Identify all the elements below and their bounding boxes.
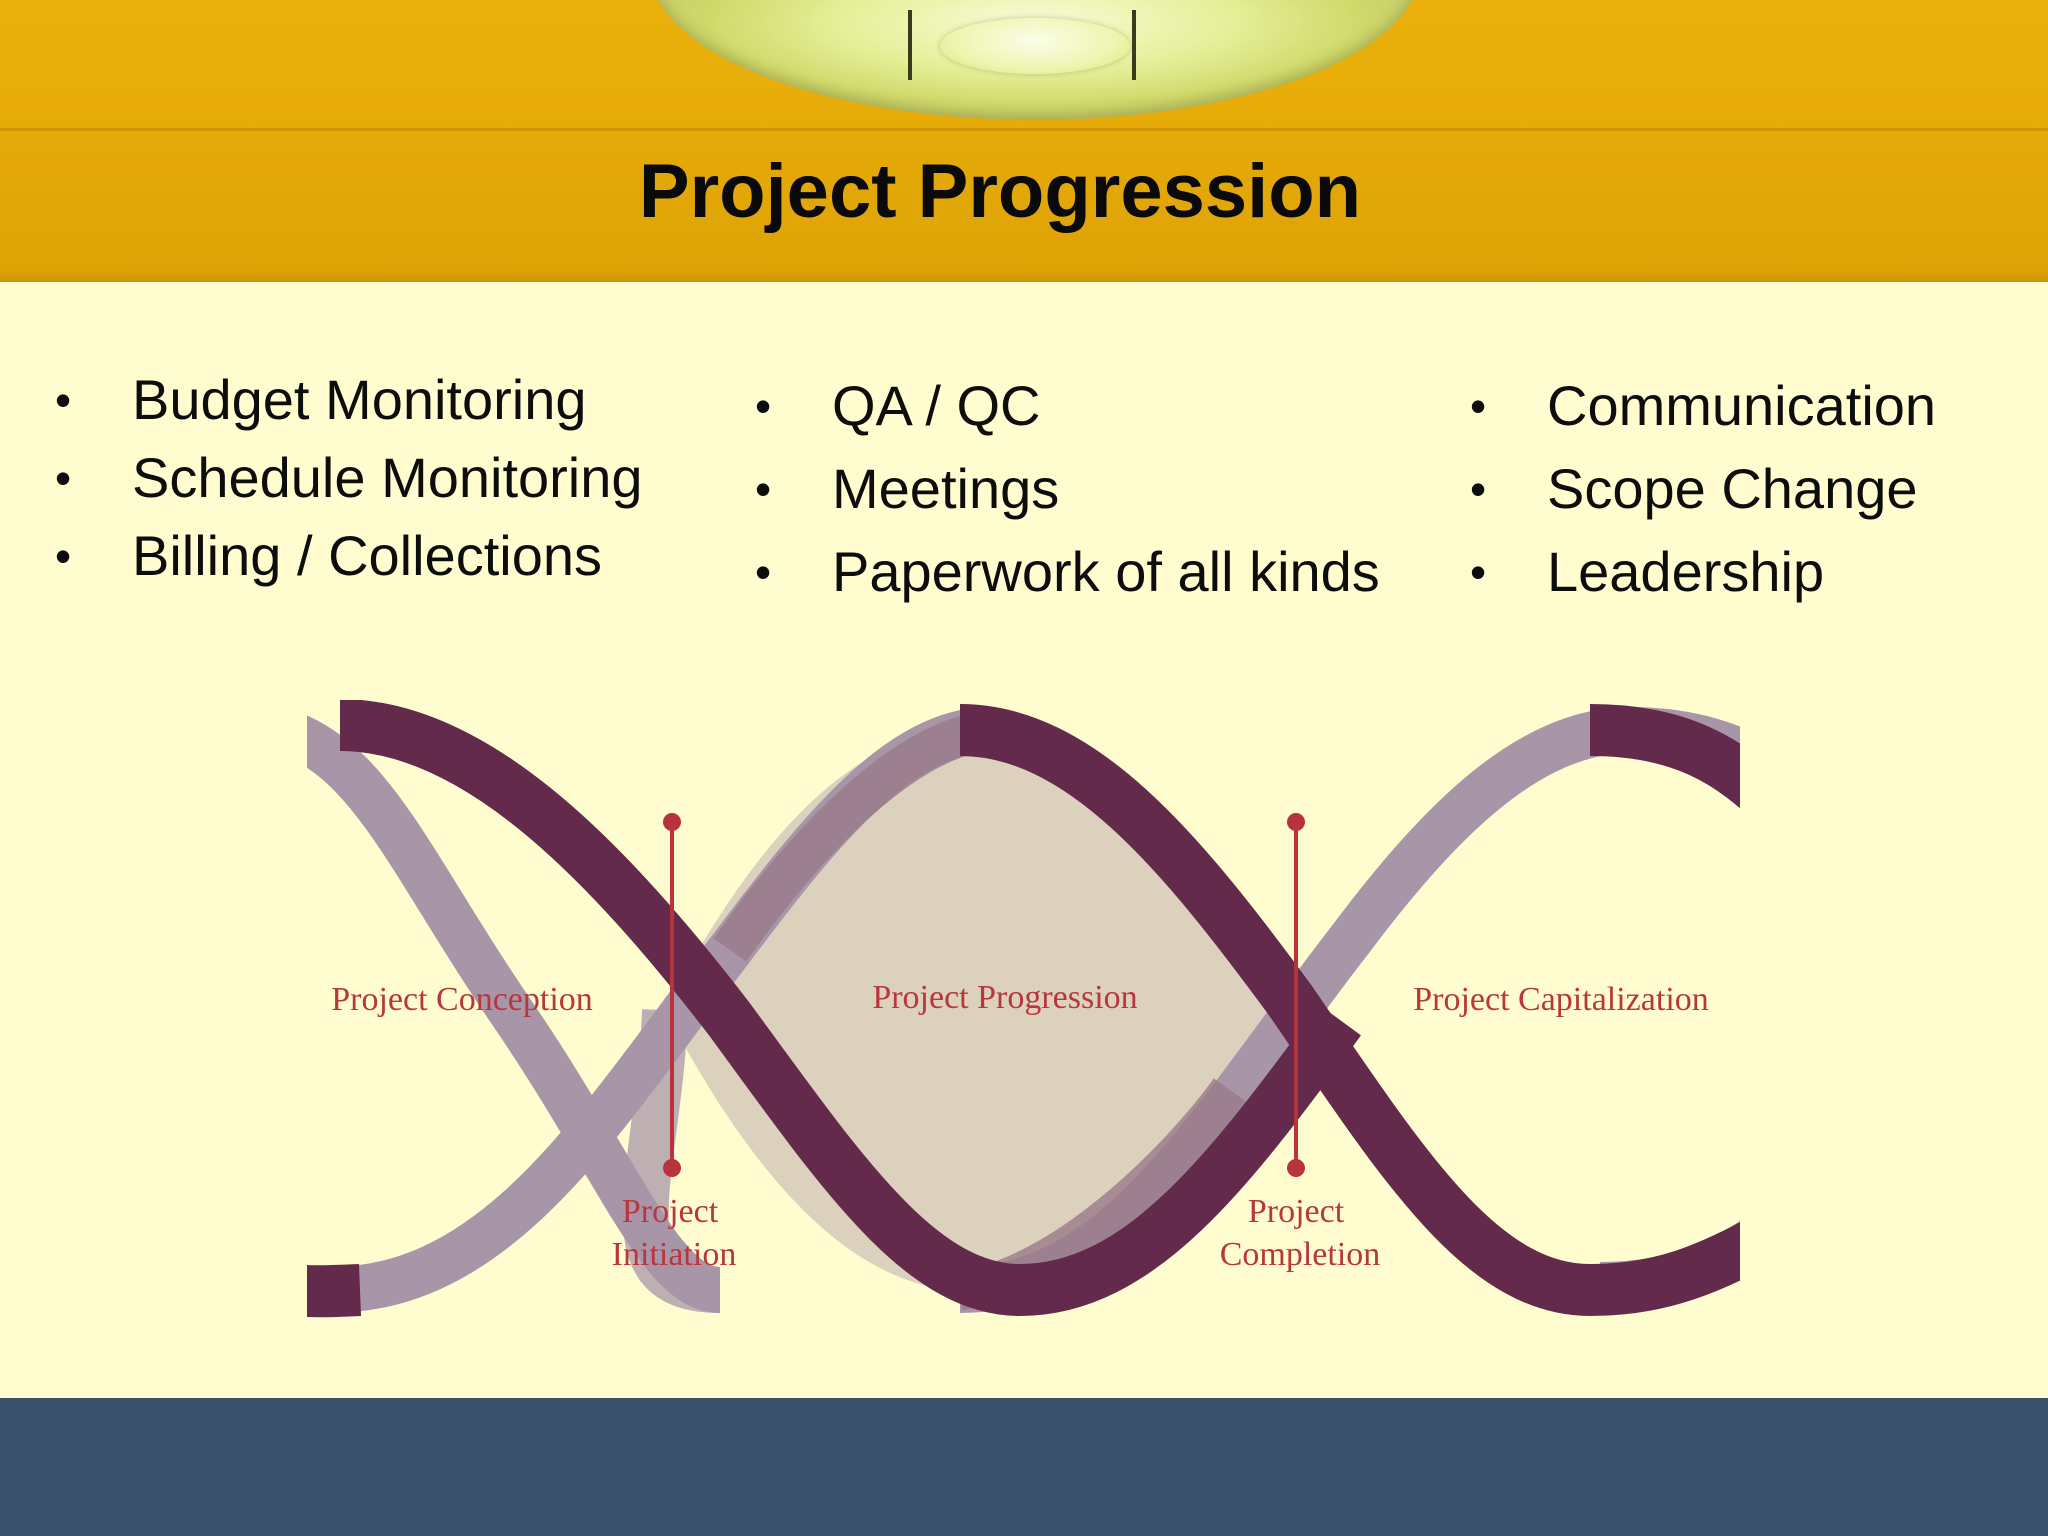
header-stripe bbox=[0, 128, 2048, 131]
bullet-text: Communication bbox=[1547, 374, 1937, 437]
milestone-marker-initiation bbox=[663, 813, 681, 1177]
phase-label-capitalization: Project Capitalization bbox=[1413, 981, 1709, 1018]
bullet-item: • QA / QC bbox=[755, 376, 1380, 459]
bullet-dot: • bbox=[55, 530, 72, 582]
footer-band bbox=[0, 1398, 2048, 1536]
bullet-text: QA / QC bbox=[832, 374, 1041, 437]
bubble-level-icon bbox=[650, 0, 1420, 120]
header-shadow bbox=[0, 270, 2048, 282]
phase-label-conception: Project Conception bbox=[331, 981, 593, 1018]
bullet-list-middle: • QA / QC • Meetings • Paperwork of all kin… bbox=[755, 376, 1380, 625]
page-title: Project Progression bbox=[638, 149, 1362, 234]
bullet-dot: • bbox=[755, 546, 772, 598]
bullet-dot: • bbox=[1470, 463, 1487, 515]
level-mark-left bbox=[908, 10, 912, 80]
project-lifecycle-helix-diagram: Project Conception Project Progression P… bbox=[307, 700, 1740, 1318]
dark-strand bbox=[307, 1264, 362, 1318]
bullet-dot: • bbox=[1470, 380, 1487, 432]
milestone-marker-completion bbox=[1287, 813, 1305, 1177]
bullet-dot: • bbox=[1470, 546, 1487, 598]
bullet-item: • Billing / Collections bbox=[55, 526, 643, 604]
bullet-item: • Schedule Monitoring bbox=[55, 448, 643, 526]
milestone-label-completion-line1: Project bbox=[1248, 1193, 1345, 1230]
bullet-dot: • bbox=[755, 380, 772, 432]
bullet-item: • Scope Change bbox=[1470, 459, 1936, 542]
bullet-text: Meetings bbox=[832, 457, 1060, 520]
bullet-item: • Communication bbox=[1470, 376, 1936, 459]
milestone-label-completion-line2: Completion bbox=[1220, 1236, 1381, 1273]
milestone-label-initiation-line1: Project bbox=[622, 1193, 719, 1230]
bullet-text: Paperwork of all kinds bbox=[832, 540, 1380, 603]
bullet-item: • Leadership bbox=[1470, 542, 1936, 625]
bullet-list-left: •Budget Monitoring •Schedule Monitoring … bbox=[55, 370, 643, 604]
dark-strand bbox=[339, 700, 1361, 1317]
bullet-dot: • bbox=[55, 374, 72, 426]
phase-label-progression: Project Progression bbox=[872, 979, 1137, 1016]
bullet-item: • Paperwork of all kinds bbox=[755, 542, 1380, 625]
bullet-dot: • bbox=[755, 463, 772, 515]
dark-strand bbox=[959, 704, 1740, 1317]
level-mark-right bbox=[1132, 10, 1136, 80]
bullet-list-right: • Communication • Scope Change • Leadership bbox=[1470, 376, 1936, 625]
bullet-text: Billing / Collections bbox=[132, 524, 602, 587]
bullet-text: Budget Monitoring bbox=[132, 368, 587, 431]
milestone-label-initiation-line2: Initiation bbox=[612, 1236, 737, 1273]
overlay-strand bbox=[713, 710, 994, 962]
bullet-text: Scope Change bbox=[1547, 457, 1918, 520]
bullet-text: Schedule Monitoring bbox=[132, 446, 643, 509]
bullet-text: Leadership bbox=[1547, 540, 1825, 603]
bullet-item: • Meetings bbox=[755, 459, 1380, 542]
level-bubble bbox=[940, 18, 1130, 74]
bullet-dot: • bbox=[55, 452, 72, 504]
header-band bbox=[0, 0, 2048, 282]
dark-strand bbox=[1589, 704, 1740, 809]
bullet-item: • Budget Monitoring bbox=[55, 370, 643, 448]
